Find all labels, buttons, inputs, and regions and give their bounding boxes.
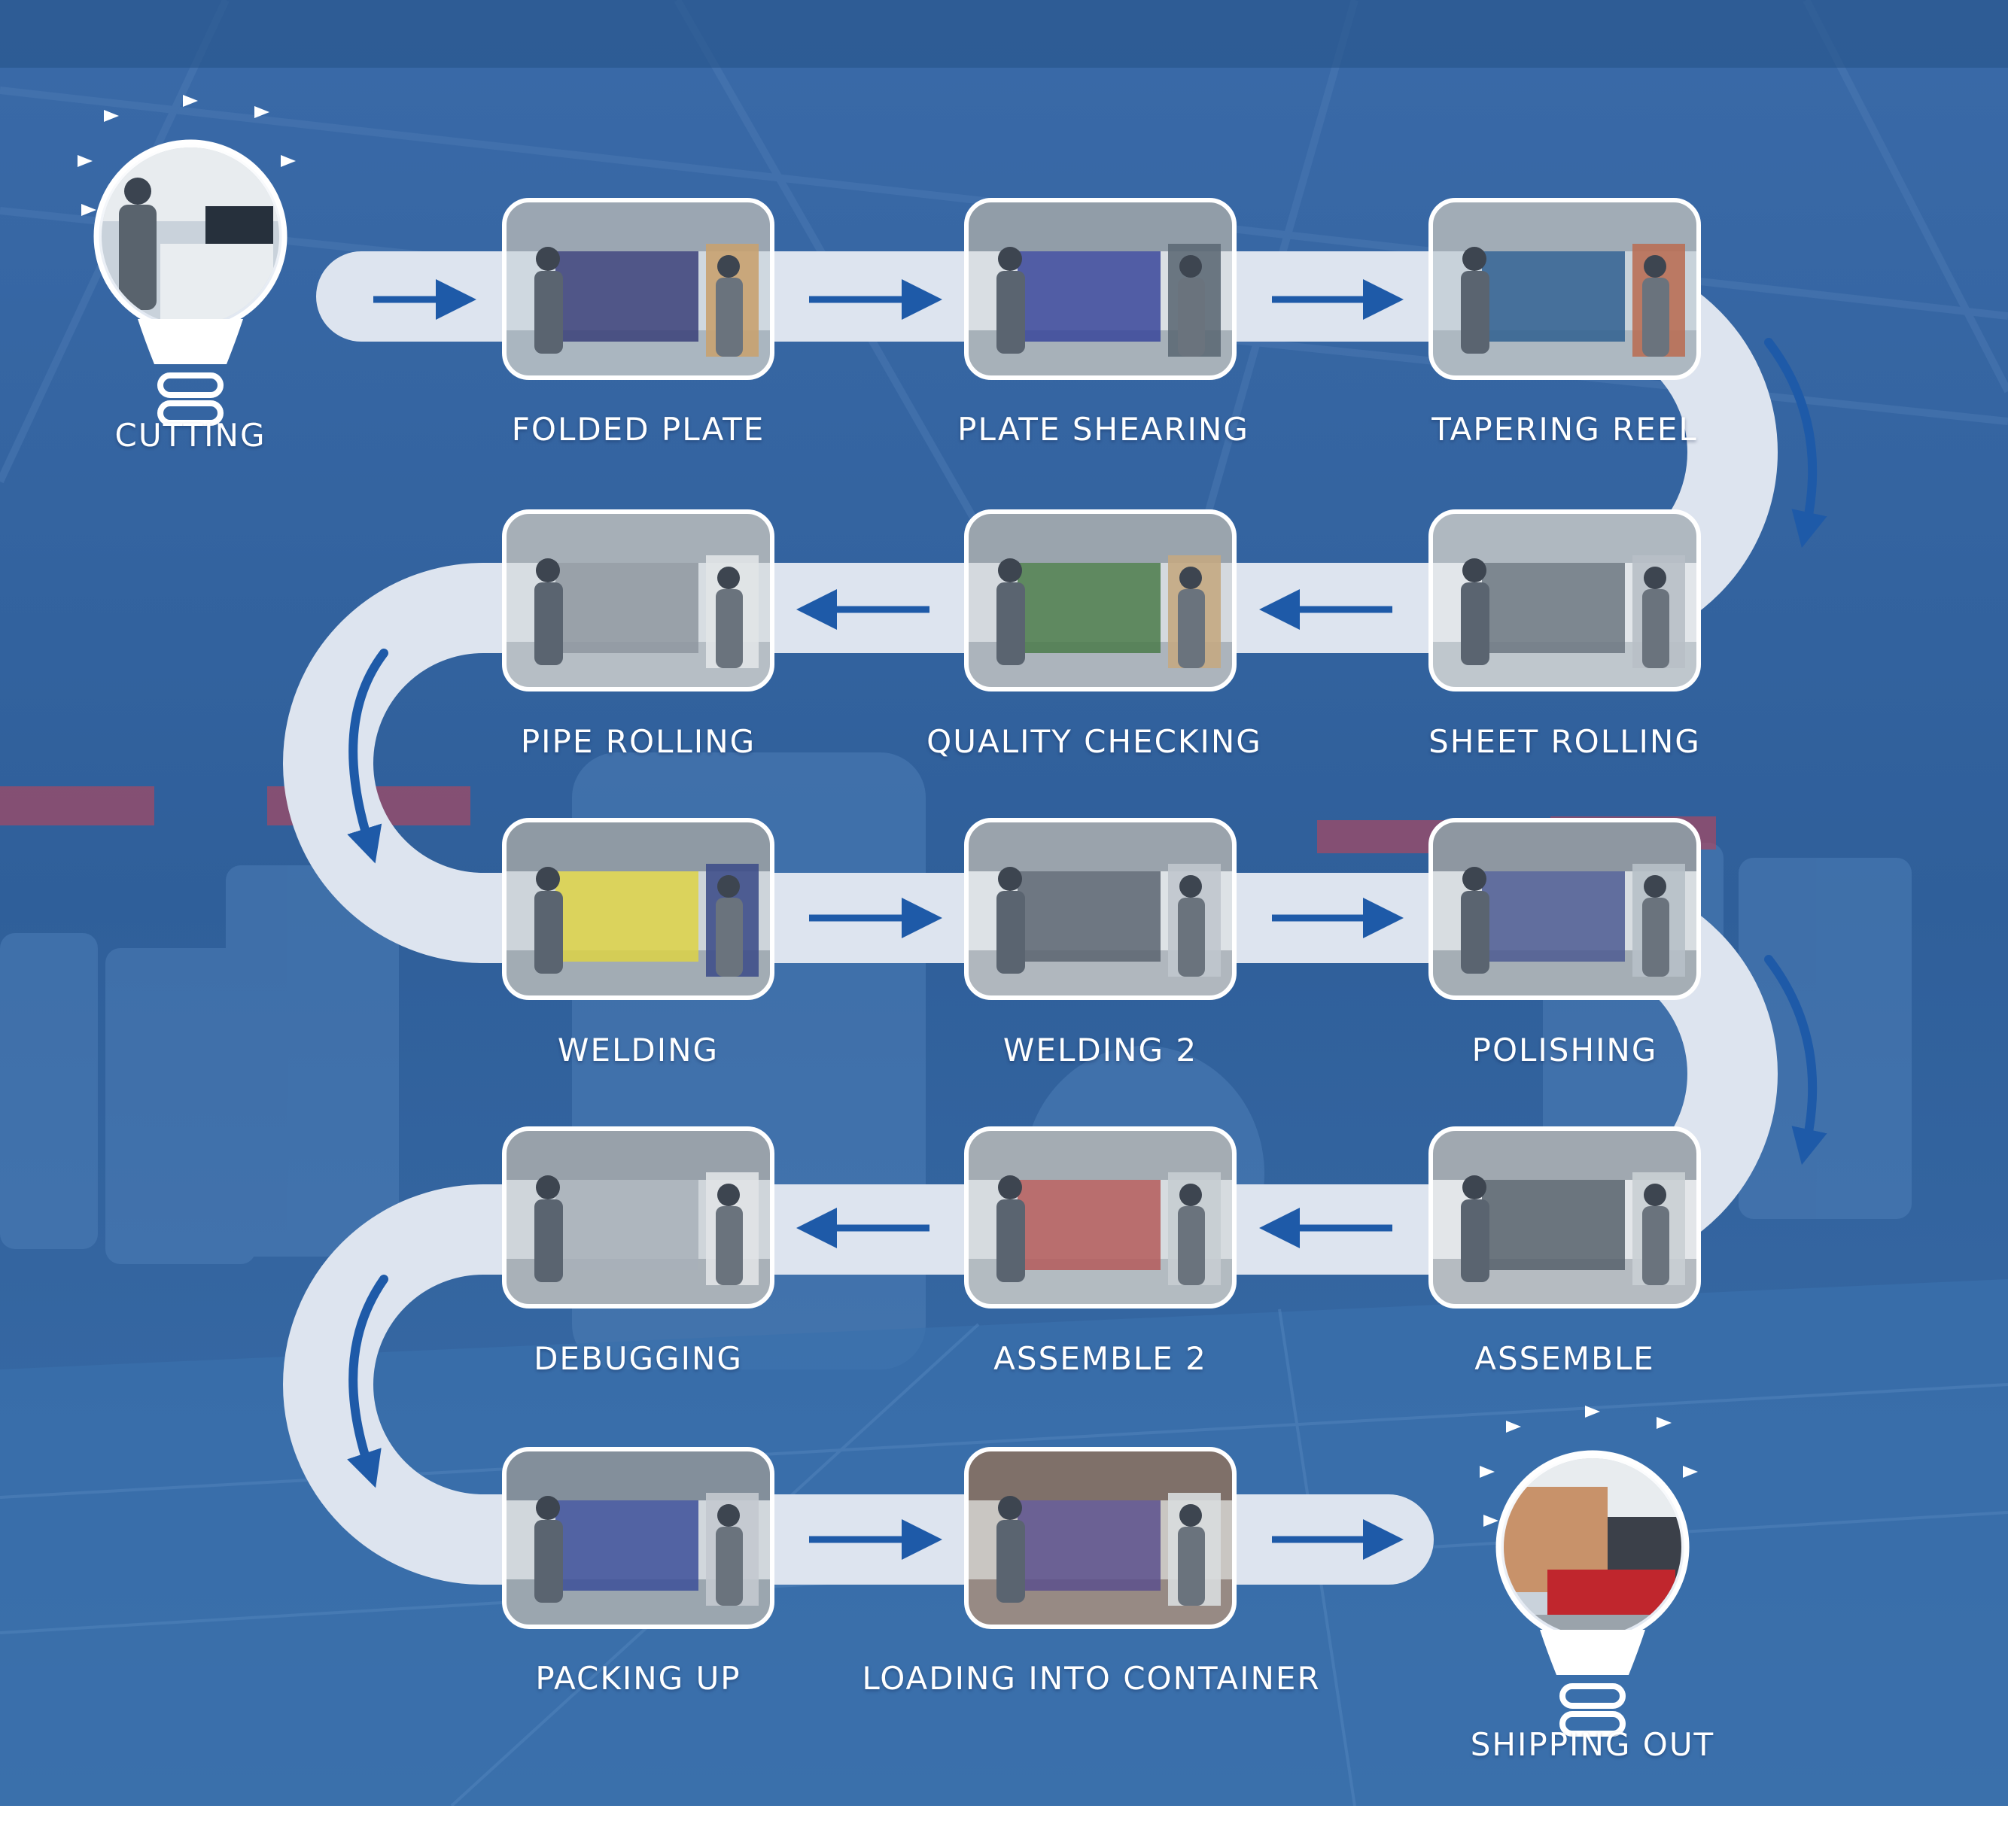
process-flow-diagram (0, 0, 2008, 1806)
photo-assemble (1428, 1126, 1701, 1308)
light-ray-icon (81, 204, 96, 216)
photo-folded-plate (502, 198, 774, 380)
photo-plate-shearing (964, 198, 1237, 380)
light-ray-icon (1683, 1466, 1698, 1478)
label-pipe-rolling: PIPE ROLLING (520, 723, 756, 760)
light-ray-icon (1483, 1515, 1498, 1527)
light-ray-icon (281, 155, 296, 167)
label-welding-2: WELDING 2 (1002, 1032, 1198, 1068)
light-ray-icon (254, 106, 269, 118)
photo-tapering-reel (1428, 198, 1701, 380)
label-loading-into-container: LOADING INTO CONTAINER (862, 1660, 1321, 1697)
label-tapering-reel: TAPERING REEL (1431, 411, 1698, 448)
label-welding: WELDING (557, 1032, 720, 1068)
label-shipping-out: SHIPPING OUT (1470, 1726, 1715, 1763)
photo-welding-2 (964, 818, 1237, 1000)
photo-pipe-rolling (502, 509, 774, 691)
light-ray-icon (78, 155, 93, 167)
photo-debugging (502, 1126, 774, 1308)
photo-sheet-rolling (1428, 509, 1701, 691)
photo-quality-checking (964, 509, 1237, 691)
label-plate-shearing: PLATE SHEARING (957, 411, 1249, 448)
photo-assemble-2 (964, 1126, 1237, 1308)
photo-polishing (1428, 818, 1701, 1000)
label-cutting: CUTTING (114, 417, 266, 454)
label-polishing: POLISHING (1471, 1032, 1658, 1068)
light-ray-icon (1506, 1421, 1521, 1433)
light-ray-icon (104, 110, 119, 122)
light-ray-icon (1480, 1466, 1495, 1478)
label-quality-checking: QUALITY CHECKING (926, 723, 1262, 760)
light-ray-icon (1585, 1406, 1600, 1418)
bulb-shipping-out (1480, 1406, 1698, 1737)
light-ray-icon (183, 95, 198, 107)
label-sheet-rolling: SHEET ROLLING (1428, 723, 1701, 760)
light-ray-icon (1657, 1417, 1672, 1429)
step-cards (502, 198, 1701, 1629)
flow-curve-arrows (347, 338, 1827, 1488)
photo-welding (502, 818, 774, 1000)
label-assemble-2: ASSEMBLE 2 (993, 1340, 1207, 1377)
flow-arrows (373, 279, 1404, 1560)
label-assemble: ASSEMBLE (1474, 1340, 1655, 1377)
photo-packing-up (502, 1447, 774, 1629)
label-debugging: DEBUGGING (534, 1340, 743, 1377)
process-flow-infographic: FOLDED PLATE PLATE SHEARING TAPERING REEL S… (0, 0, 2008, 1806)
label-folded-plate: FOLDED PLATE (511, 411, 765, 448)
photo-loading-into-container (964, 1447, 1237, 1629)
label-packing-up: PACKING UP (535, 1660, 741, 1697)
